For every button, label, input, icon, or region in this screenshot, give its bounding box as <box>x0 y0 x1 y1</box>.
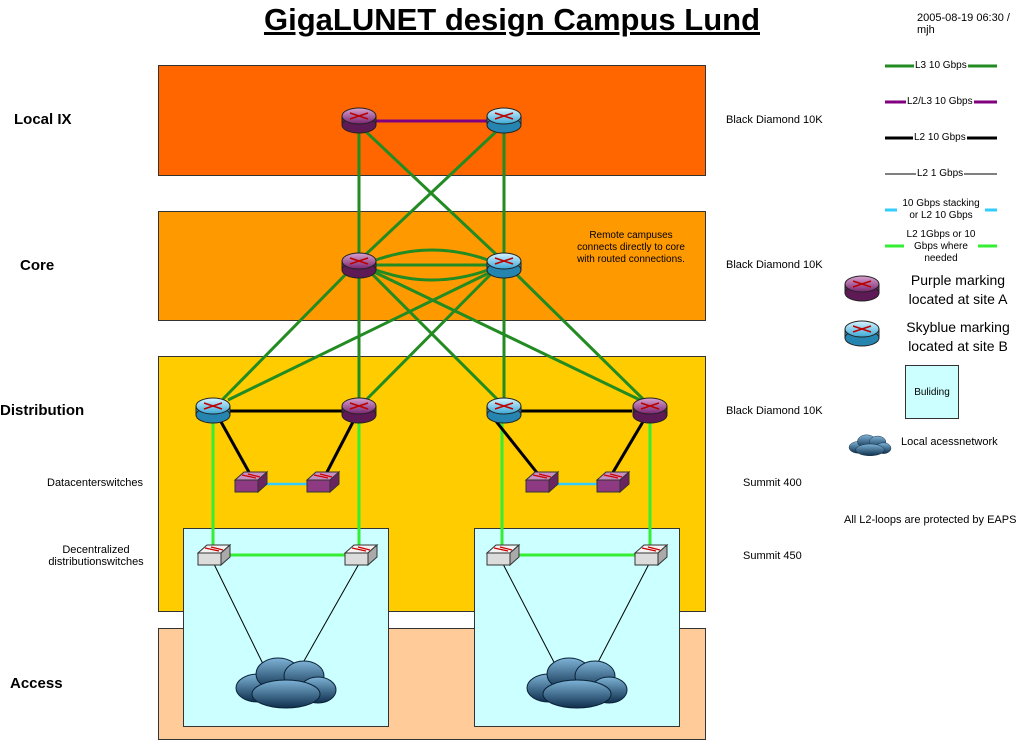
core-note: Remote campuses connects directly to cor… <box>577 230 685 265</box>
router-dist-1-site-b <box>195 397 231 424</box>
links-l3-10g <box>220 126 646 402</box>
legend-l2-1g-or-10g: L2 1Gbps or 10 Gbps where needed <box>904 229 978 265</box>
switch-decent-1 <box>197 544 231 566</box>
layer-label-access: Access <box>10 675 63 692</box>
access-links <box>212 561 651 669</box>
legend-skyblue-text: Skyblue marking located at site B <box>906 319 1010 354</box>
router-core-site-b <box>486 252 522 279</box>
legend-building-box: Buliding <box>905 365 959 419</box>
links-l2-10g <box>218 409 646 475</box>
switch-decent-2 <box>344 544 378 566</box>
switch-dc-3 <box>525 471 559 493</box>
legend-building-label: Buliding <box>914 386 950 398</box>
layer-label-core: Core <box>20 257 55 274</box>
legend-l2l3-10g: L2/L3 10 Gbps <box>906 96 974 108</box>
router-dist-4-site-a <box>632 397 668 424</box>
legend-router-skyblue-icon <box>844 320 880 347</box>
legend-local-access-text: Local acessnetwork <box>901 436 998 448</box>
router-core-site-a <box>341 252 377 279</box>
router-localix-site-b <box>486 107 522 134</box>
links-l2-1g-or-10g <box>211 420 652 557</box>
device-label-core: Black Diamond 10K <box>726 259 823 271</box>
device-label-decentralized: Summit 450 <box>743 550 802 562</box>
legend-purple-text: Purple marking located at site A <box>908 272 1008 307</box>
switch-dc-2 <box>306 471 340 493</box>
row-label-decentralized: Decentralized distributionswitches <box>48 544 144 568</box>
timestamp: 2005-08-19 06:30 / mjh <box>917 12 1010 36</box>
router-dist-2-site-a <box>341 397 377 424</box>
legend-cloud-icon <box>848 434 892 456</box>
legend-l2-10g: L2 10 Gbps <box>913 132 967 144</box>
legend-router-purple-icon <box>844 275 880 302</box>
device-label-local-ix: Black Diamond 10K <box>726 114 823 126</box>
cloud-access-left <box>235 657 337 709</box>
layer-label-distribution: Distribution <box>0 402 85 419</box>
legend-eaps-note: All L2-loops are protected by EAPS <box>844 514 1017 526</box>
device-label-datacenter: Summit 400 <box>743 477 802 489</box>
router-localix-site-a <box>341 107 377 134</box>
layer-label-local-ix: Local IX <box>14 111 72 128</box>
switch-decent-4 <box>634 544 668 566</box>
page-title: GigaLUNET design Campus Lund <box>263 2 760 37</box>
legend-stacking: 10 Gbps stacking or L2 10 Gbps <box>897 198 985 222</box>
switch-dc-1 <box>234 471 268 493</box>
legend-l2-1g: L2 1 Gbps <box>916 168 965 180</box>
legend-l3-10g: L3 10 Gbps <box>914 60 968 72</box>
switch-decent-3 <box>486 544 520 566</box>
router-dist-3-site-b <box>486 397 522 424</box>
device-label-distribution: Black Diamond 10K <box>726 405 823 417</box>
row-label-datacenter: Datacenterswitches <box>47 477 143 489</box>
cloud-access-right <box>526 657 628 709</box>
switch-dc-4 <box>596 471 630 493</box>
